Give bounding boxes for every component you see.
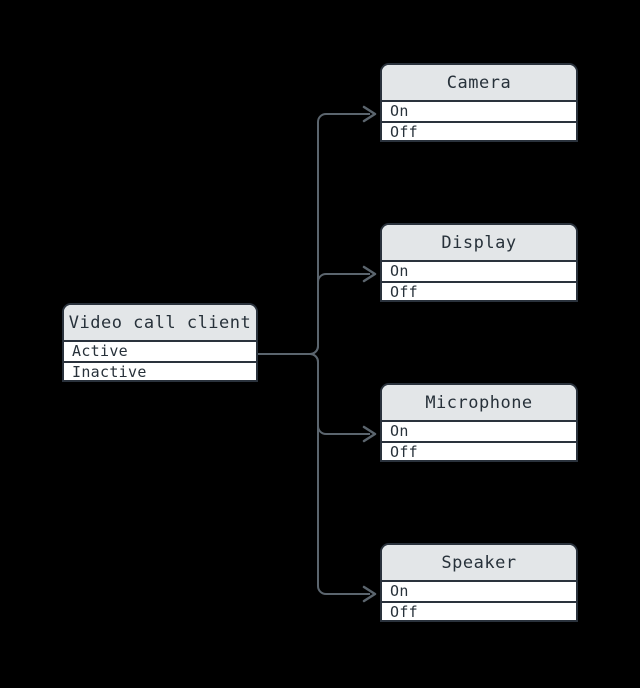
edge-source-to-microphone xyxy=(258,353,370,435)
node-microphone: Microphone On Off xyxy=(380,383,578,462)
node-video-call-client: Video call client Active Inactive xyxy=(62,303,258,382)
node-row-on: On xyxy=(382,102,576,121)
node-row-on: On xyxy=(382,422,576,441)
node-row-off: Off xyxy=(382,121,576,140)
node-row-on: On xyxy=(382,262,576,281)
node-camera: Camera On Off xyxy=(380,63,578,142)
arrowhead-icon xyxy=(362,265,377,283)
node-title: Microphone xyxy=(382,385,576,422)
node-row-off: Off xyxy=(382,281,576,300)
node-row-active: Active xyxy=(64,342,256,361)
edge-source-to-speaker xyxy=(258,353,370,595)
arrowhead-icon xyxy=(362,585,377,603)
node-row-off: Off xyxy=(382,601,576,620)
arrowhead-icon xyxy=(362,105,377,123)
node-title: Speaker xyxy=(382,545,576,582)
edge-source-to-camera xyxy=(258,113,370,355)
node-title: Video call client xyxy=(64,305,256,342)
arrowhead-icon xyxy=(362,425,377,443)
node-title: Camera xyxy=(382,65,576,102)
node-row-off: Off xyxy=(382,441,576,460)
node-speaker: Speaker On Off xyxy=(380,543,578,622)
edge-source-to-display xyxy=(258,273,370,355)
node-display: Display On Off xyxy=(380,223,578,302)
node-row-inactive: Inactive xyxy=(64,361,256,380)
node-row-on: On xyxy=(382,582,576,601)
node-title: Display xyxy=(382,225,576,262)
